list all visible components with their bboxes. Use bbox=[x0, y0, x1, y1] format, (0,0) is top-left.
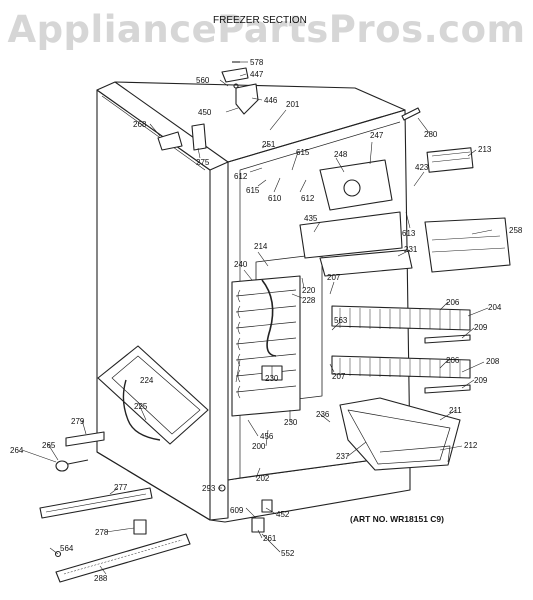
part-label: 224 bbox=[140, 376, 154, 385]
part-label: 610 bbox=[268, 194, 282, 203]
part-label: 237 bbox=[336, 452, 350, 461]
part-label: 231 bbox=[404, 245, 418, 254]
part-label: 450 bbox=[198, 108, 212, 117]
part-label: 615 bbox=[296, 148, 310, 157]
part-label: 261 bbox=[263, 534, 277, 543]
part-label: 247 bbox=[370, 131, 384, 140]
part-label: 230 bbox=[265, 374, 279, 383]
part-label: 207 bbox=[327, 273, 341, 282]
part-label: 563 bbox=[334, 316, 348, 325]
leader-lines bbox=[21, 61, 493, 575]
part-label: 258 bbox=[509, 226, 523, 235]
part-label: 220 bbox=[302, 286, 316, 295]
top-hardware bbox=[157, 61, 259, 151]
part-label: 275 bbox=[196, 158, 210, 167]
part-label: 279 bbox=[71, 417, 85, 426]
part-label: 213 bbox=[478, 145, 492, 154]
part-label: 265 bbox=[42, 441, 56, 450]
part-label: 278 bbox=[95, 528, 109, 537]
part-label: 560 bbox=[196, 76, 210, 85]
part-label: 456 bbox=[260, 432, 274, 441]
part-label: 268 bbox=[133, 120, 147, 129]
part-label: 208 bbox=[486, 357, 500, 366]
part-label: 225 bbox=[134, 402, 148, 411]
part-label: 423 bbox=[415, 163, 429, 172]
part-label: 578 bbox=[250, 58, 264, 67]
part-label: 446 bbox=[264, 96, 278, 105]
part-label: 207 bbox=[332, 372, 346, 381]
evaporator-coil bbox=[231, 253, 323, 417]
part-label: 612 bbox=[301, 194, 315, 203]
part-label: 280 bbox=[424, 130, 438, 139]
ice-maker-assembly bbox=[299, 107, 511, 277]
part-label: 248 bbox=[334, 150, 348, 159]
part-label: 564 bbox=[60, 544, 74, 553]
part-label: 236 bbox=[316, 410, 330, 419]
part-label: 204 bbox=[488, 303, 502, 312]
part-label: 240 bbox=[234, 260, 248, 269]
part-label: 435 bbox=[304, 214, 318, 223]
part-label: 211 bbox=[449, 406, 462, 415]
part-label: 452 bbox=[276, 510, 290, 519]
part-label: 209 bbox=[474, 323, 488, 332]
part-label: 228 bbox=[302, 296, 316, 305]
part-label: 202 bbox=[256, 474, 270, 483]
wire-shelves bbox=[331, 305, 471, 394]
part-label: 200 bbox=[252, 442, 266, 451]
part-label: 206 bbox=[446, 356, 460, 365]
part-label: 212 bbox=[464, 441, 478, 450]
part-label: 201 bbox=[286, 100, 300, 109]
part-label: 613 bbox=[402, 229, 416, 238]
section-title: FREEZER SECTION bbox=[213, 15, 307, 26]
part-label: 612 bbox=[234, 172, 248, 181]
part-label: 288 bbox=[94, 574, 108, 583]
part-label: 277 bbox=[114, 483, 128, 492]
art-number: (ART NO. WR18151 C9) bbox=[350, 514, 444, 524]
part-label: 214 bbox=[254, 242, 268, 251]
part-label: 251 bbox=[262, 140, 276, 149]
part-label: 206 bbox=[446, 298, 460, 307]
part-label: 264 bbox=[10, 446, 24, 455]
hinge-parts bbox=[54, 484, 273, 558]
part-label: 293 bbox=[202, 484, 216, 493]
part-label: 609 bbox=[230, 506, 244, 515]
part-label: 552 bbox=[281, 549, 295, 558]
part-label: 615 bbox=[246, 186, 260, 195]
ice-bucket bbox=[339, 397, 461, 471]
part-label: 209 bbox=[474, 376, 488, 385]
part-label: 447 bbox=[250, 70, 264, 79]
drain-pan-and-kickplate bbox=[39, 345, 209, 583]
part-label: 230 bbox=[284, 418, 298, 427]
